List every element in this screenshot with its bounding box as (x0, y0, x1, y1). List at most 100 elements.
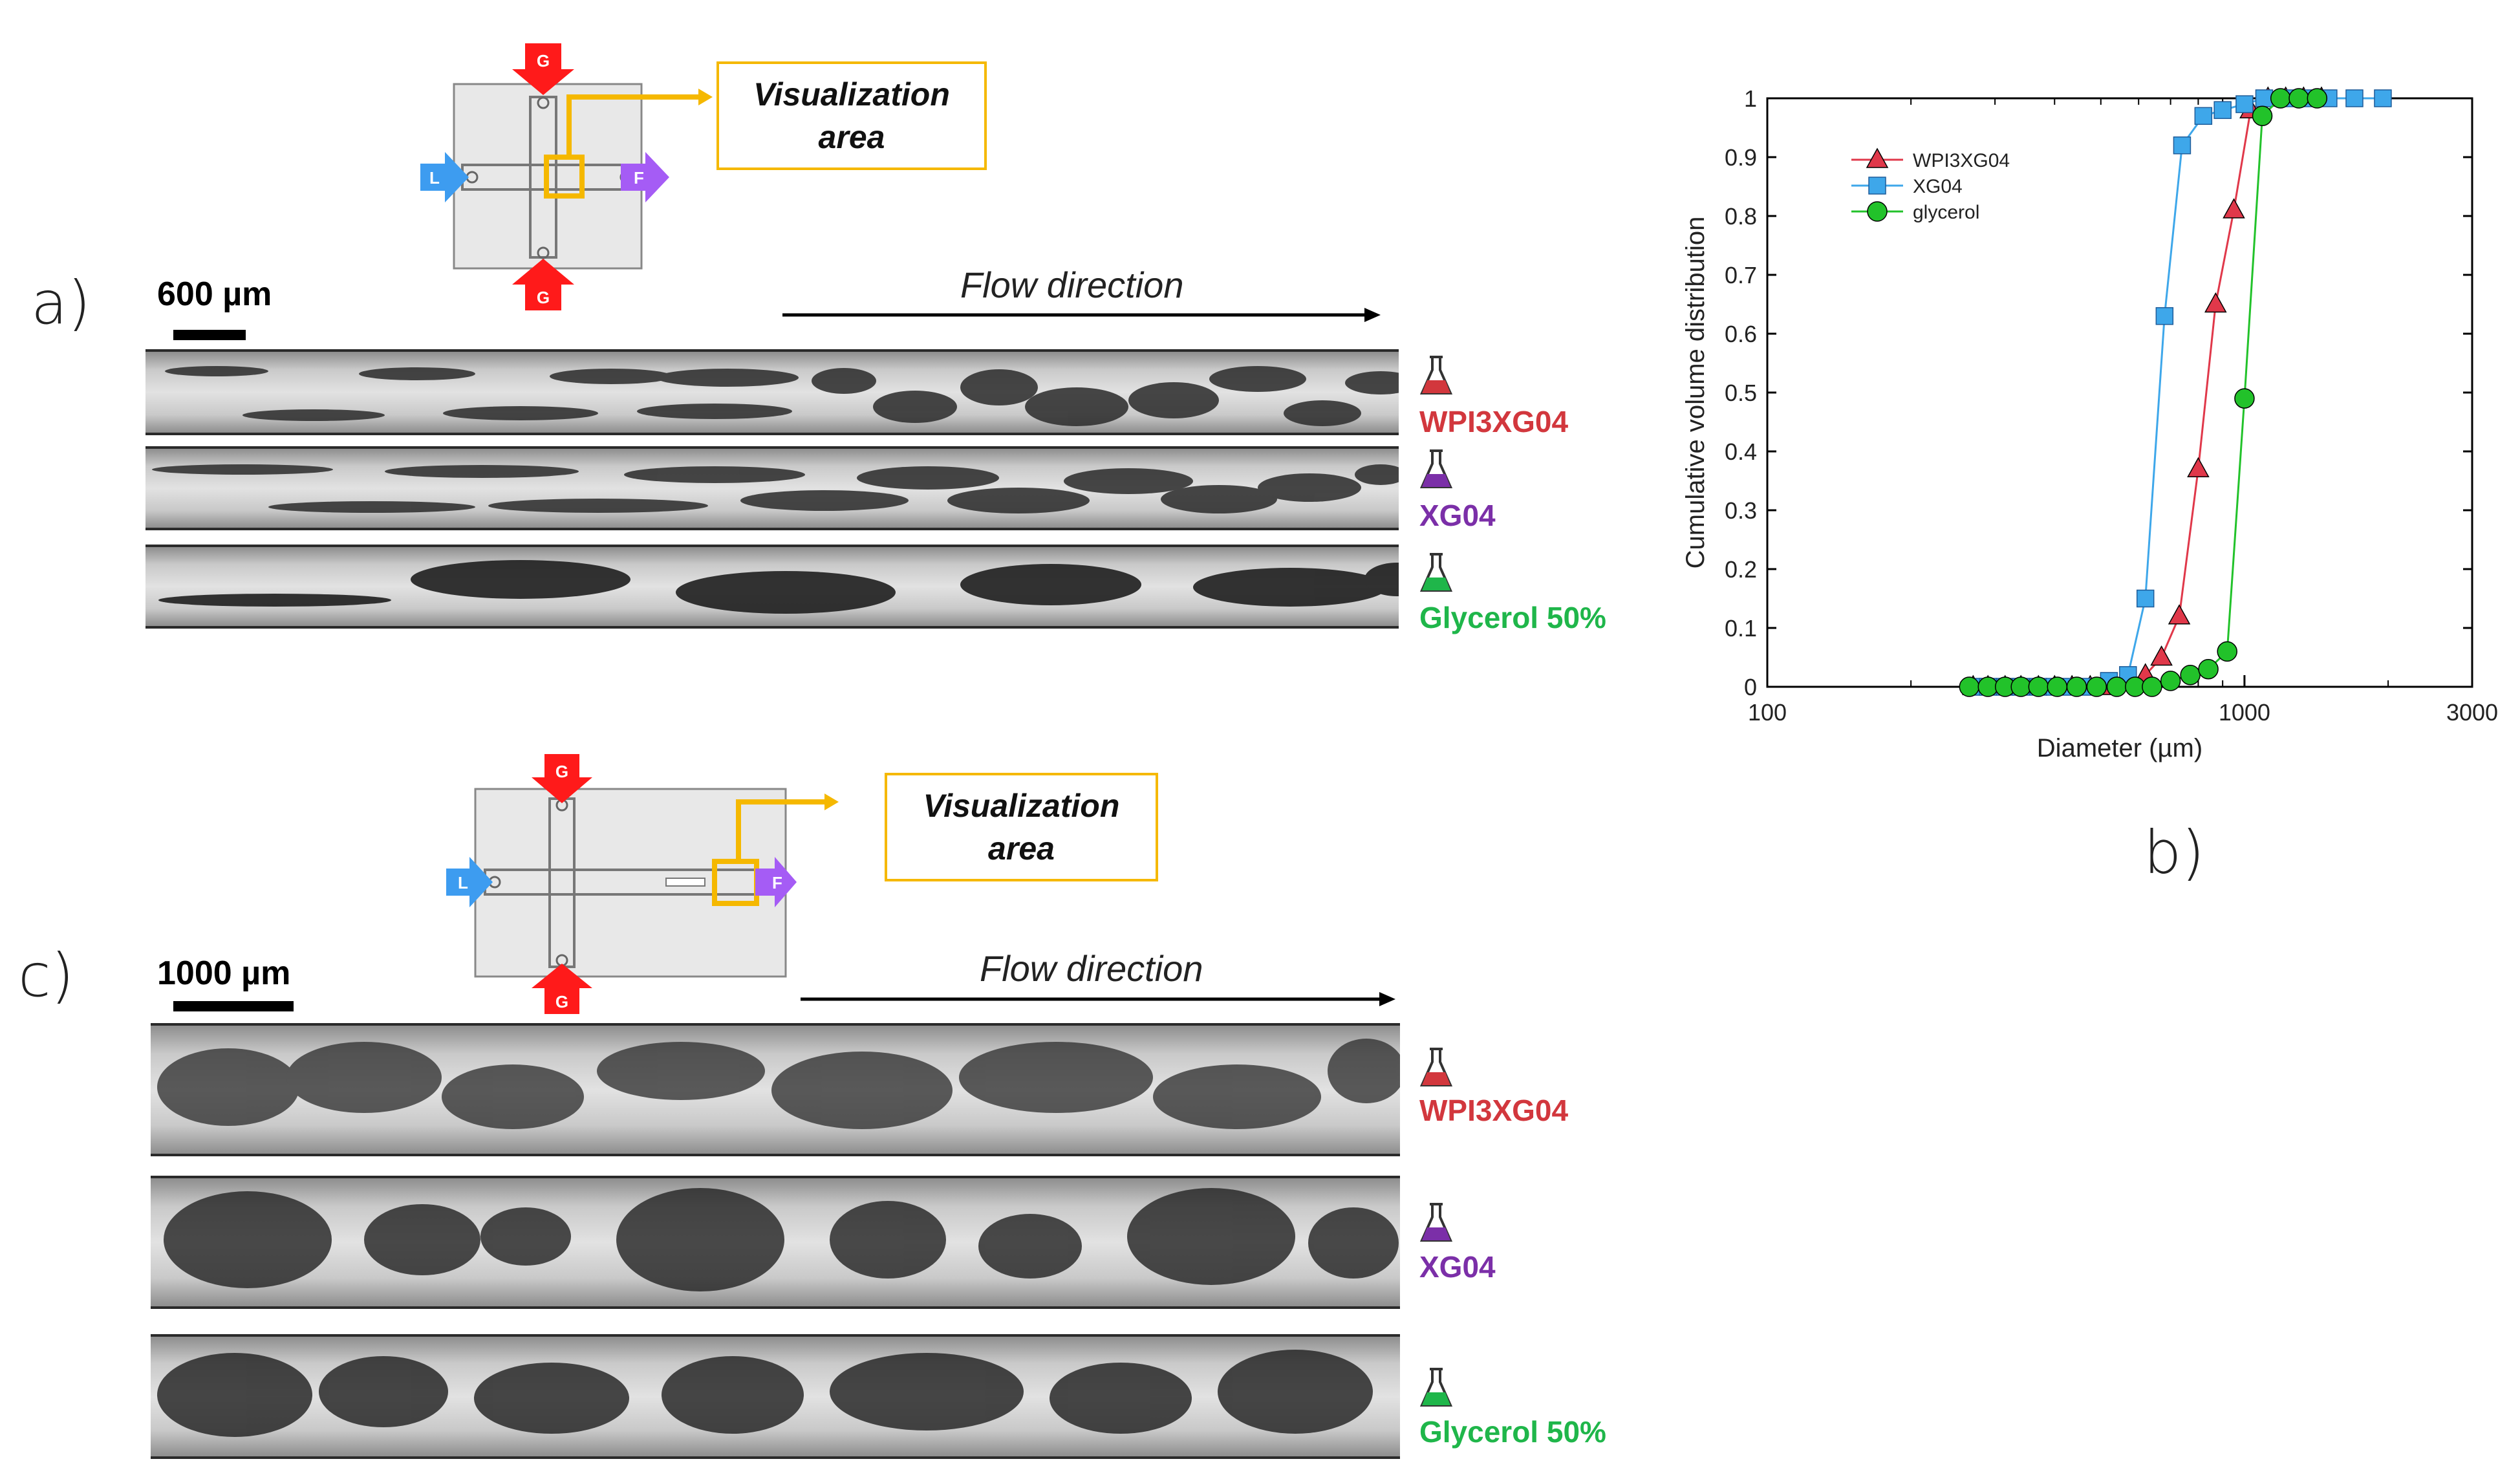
square-marker (2345, 89, 2364, 107)
panel-a-label-glycerol: Glycerol 50% (1419, 601, 1606, 634)
flask-icon (1419, 553, 1453, 592)
panel-a-channel-wpi3xg04 (145, 349, 1399, 435)
legend-label: WPI3XG04 (1913, 150, 2010, 171)
circle-marker (2066, 676, 2087, 697)
circle-marker (2086, 676, 2107, 697)
legend-entry: XG04 (1851, 176, 1963, 197)
x-axis-label: Diameter (µm) (2037, 734, 2202, 762)
square-marker (1868, 177, 1886, 195)
flask-icon (1419, 449, 1453, 488)
panel-a-scale-bar-label: 600 µm (157, 275, 272, 313)
panel-c-channel-wpi3xg04 (151, 1023, 1400, 1156)
circle-marker (2217, 641, 2237, 662)
panel-c-chip-schematic: G G L F (446, 754, 839, 1014)
y-tick-label: 0.4 (1725, 438, 1757, 465)
panel-c-flow-direction-label: Flow direction (980, 948, 1203, 989)
series-line (1973, 97, 2383, 688)
chip-body (474, 788, 787, 978)
panel-c-scale-bar-label: 1000 µm (157, 955, 291, 992)
panel-a-channel-glycerol (145, 545, 1399, 629)
series-XG04 (1964, 89, 2392, 696)
panel-a-scale-bar (173, 330, 246, 340)
visualization-label-line2: area (988, 830, 1055, 867)
triangle-marker (2204, 292, 2227, 313)
visualization-label-line1: Visualization (923, 788, 1120, 824)
triangle-marker (2187, 457, 2210, 478)
legend-label: XG04 (1913, 176, 1963, 197)
svg-text:G: G (555, 762, 568, 781)
foam-outlet-arrow: F (621, 152, 669, 202)
legend-entry: glycerol (1851, 201, 1979, 223)
circle-marker (2142, 676, 2162, 697)
flask-icon (1419, 1203, 1453, 1242)
gas-inlet-bottom-arrow: G (532, 964, 592, 1014)
liquid-inlet-arrow: L (446, 857, 493, 907)
square-marker (2173, 136, 2192, 155)
y-axis-label: Cumulative volume distribution (1681, 217, 1710, 569)
flask-icon (1419, 1368, 1453, 1407)
gas-inlet-top-arrow: G (532, 754, 592, 803)
triangle-marker (2223, 198, 2245, 219)
legend-label: glycerol (1913, 202, 1979, 223)
panel-c-visualization-area-box: Visualization area (885, 773, 1158, 881)
square-marker (2155, 307, 2174, 325)
panel-c-channel-glycerol (151, 1334, 1400, 1459)
circle-marker (2288, 88, 2309, 109)
circle-marker (2047, 676, 2068, 697)
svg-text:G: G (537, 288, 550, 307)
panel-c-label-wpi3xg04: WPI3XG04 (1419, 1094, 1569, 1127)
circle-marker (2010, 676, 2031, 697)
square-marker (2255, 89, 2274, 107)
x-tick-label: 1000 (2219, 699, 2270, 726)
circle-marker (2307, 88, 2328, 109)
svg-text:L: L (458, 873, 468, 892)
circle-marker (2028, 676, 2049, 697)
panel-a-flow-direction-label: Flow direction (960, 264, 1184, 305)
circle-marker (2234, 388, 2255, 409)
y-tick-label: 0.9 (1725, 144, 1757, 171)
square-marker (2374, 89, 2392, 107)
y-tick-label: 0.1 (1725, 615, 1757, 642)
panel-a-label-wpi3xg04: WPI3XG04 (1419, 405, 1569, 438)
svg-text:L: L (429, 168, 440, 188)
circle-marker (2252, 105, 2273, 127)
triangle-marker (2150, 645, 2173, 666)
panel-a-letter: a) (31, 268, 91, 338)
gas-inlet-bottom-arrow: G (512, 259, 574, 310)
triangle-marker (2168, 604, 2191, 625)
svg-text:F: F (772, 873, 782, 892)
visualization-label-line2: area (818, 119, 885, 155)
panel-b-letter: b) (2144, 818, 2205, 887)
x-tick-label: 3000 (2446, 699, 2498, 726)
y-tick-label: 0.2 (1725, 556, 1757, 583)
svg-text:G: G (537, 51, 550, 70)
y-tick-label: 0.5 (1725, 380, 1757, 406)
svg-text:G: G (555, 992, 568, 1011)
square-marker (2194, 107, 2213, 125)
panel-c-label-xg04: XG04 (1419, 1250, 1496, 1284)
foam-outlet-arrow: F (755, 857, 797, 907)
panel-a-label-xg04: XG04 (1419, 499, 1496, 532)
panel-a-flow-arrow (782, 308, 1381, 322)
panel-a-channel-xg04 (145, 446, 1399, 530)
visualization-label-line1: Visualization (753, 76, 950, 113)
panel-a-chip-schematic: G G L F (420, 43, 713, 310)
y-tick-label: 0.6 (1725, 321, 1757, 347)
liquid-inlet-arrow: L (420, 152, 469, 202)
gas-inlet-top-arrow: G (512, 43, 574, 95)
y-tick-label: 0 (1744, 674, 1757, 700)
x-tick-label: 100 (1748, 699, 1787, 726)
circle-marker (2106, 676, 2127, 697)
circle-marker (1977, 676, 1998, 697)
circle-marker (2270, 88, 2291, 109)
circle-marker (2180, 665, 2201, 686)
y-tick-label: 0.8 (1725, 203, 1757, 230)
y-tick-label: 0.7 (1725, 262, 1757, 288)
square-marker (2213, 101, 2232, 119)
square-marker (2235, 95, 2254, 113)
circle-marker (1959, 676, 1980, 697)
panel-c-letter: c) (18, 941, 74, 1010)
circle-marker (1867, 201, 1888, 222)
panel-a-visualization-area-box: Visualization area (716, 61, 987, 170)
flask-icon (1419, 1048, 1453, 1086)
